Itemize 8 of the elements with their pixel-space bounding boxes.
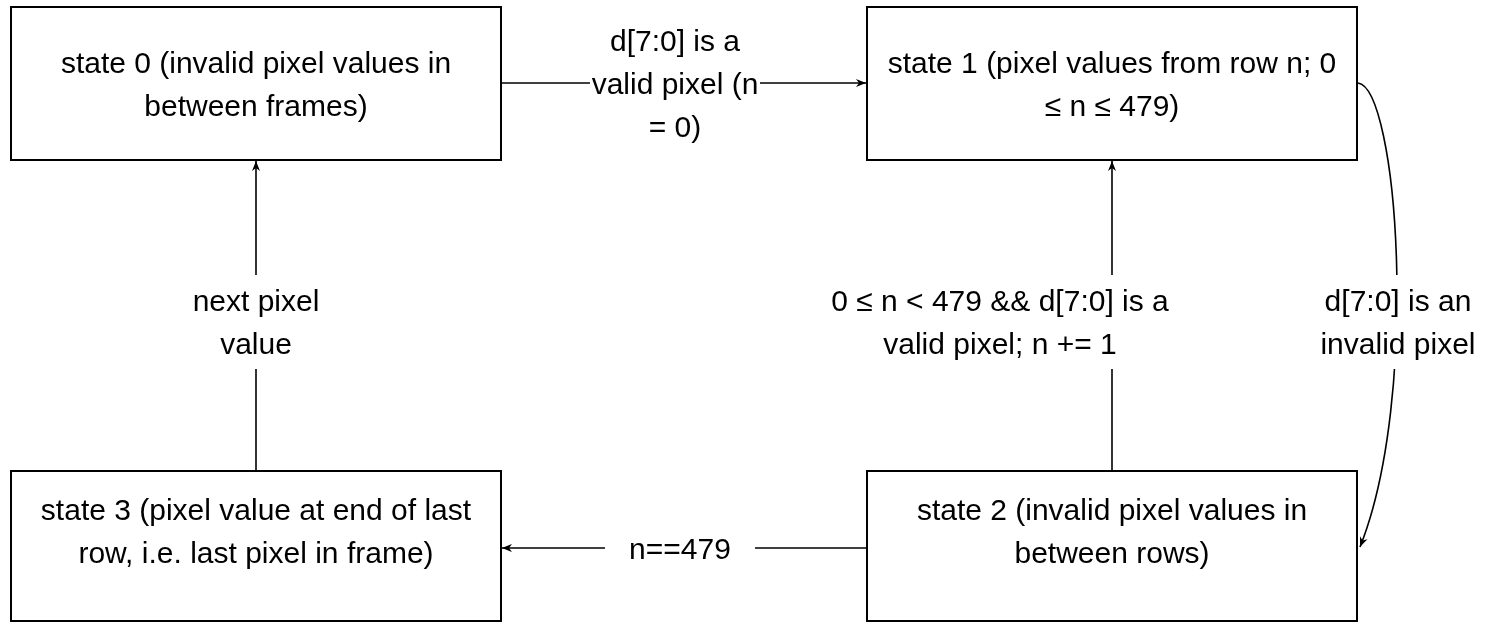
- state-box: [866, 6, 1358, 161]
- state-box: [10, 470, 502, 622]
- state-label: state 1 (pixel values from row n; 0 ≤ n ≤ 479): [886, 44, 1338, 124]
- state-label: state 0 (invalid pixel values in between frames): [59, 44, 453, 124]
- state-box: [10, 6, 502, 161]
- state-label: state 2 (invalid pixel values in between rows): [915, 492, 1309, 571]
- state-box: [866, 470, 1358, 622]
- state-label: state 3 (pixel value at end of last row, i.e. last pixel in frame): [39, 492, 473, 571]
